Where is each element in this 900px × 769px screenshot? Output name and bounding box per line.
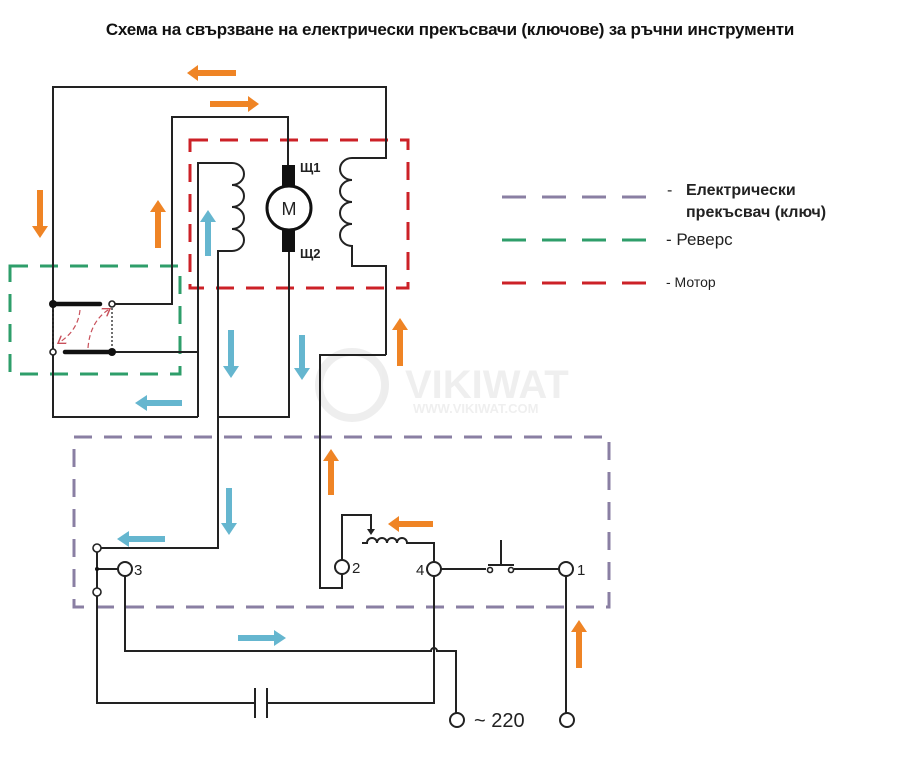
- terminal-1-label: 1: [577, 562, 585, 579]
- reverse-motion-arrow-2: [87, 310, 108, 349]
- wire-to-terminal-2: [319, 354, 386, 589]
- supply-label: ~ 220: [474, 710, 525, 732]
- wire-outer-loop: [52, 86, 387, 300]
- terminal-2[interactable]: [334, 559, 350, 575]
- watermark: VIKIWAT WWW.VIKIWAT.COM: [315, 348, 569, 422]
- reverse-switch[interactable]: [49, 300, 198, 418]
- terminal-4[interactable]: [426, 561, 442, 577]
- watermark-logo-icon: [315, 348, 389, 422]
- arrow-up-icon: [150, 200, 166, 248]
- current-arrows-blue: [117, 210, 310, 646]
- wire-brush1: [171, 116, 289, 300]
- terminal-2-label: 2: [352, 560, 360, 577]
- pushbutton-contact-left: [486, 566, 494, 574]
- wire-to-rheostat-tap: [341, 514, 372, 562]
- legend-label-switch-line1: Електрически: [686, 182, 796, 199]
- legend-label-switch-line2: прекъсвач (ключ): [686, 204, 827, 221]
- legend-label-switch: Електрически прекъсвач (ключ): [686, 180, 826, 224]
- arrow-right-icon: [238, 630, 286, 646]
- arrow-left-icon: [187, 65, 236, 81]
- capacitor-symbol: [254, 688, 268, 718]
- motor-armature: [265, 184, 313, 232]
- wire-brush2: [218, 252, 290, 418]
- brush1-label: Щ1: [300, 160, 320, 175]
- motor-label: M: [282, 199, 297, 219]
- supply-terminal-right[interactable]: [559, 712, 575, 728]
- wire-rev-top: [112, 300, 173, 305]
- motor-symbol: M Щ1 Щ2: [265, 160, 320, 261]
- arrow-down-icon: [221, 488, 237, 535]
- arrow-left-icon: [135, 395, 182, 411]
- pushbutton-contact-right: [507, 566, 515, 574]
- arrow-down-icon: [294, 335, 310, 380]
- terminal-1[interactable]: [558, 561, 574, 577]
- terminal-4-label: 4: [416, 562, 424, 579]
- arrow-up-icon: [200, 210, 216, 256]
- arrow-right-icon: [210, 96, 259, 112]
- supply-terminal-left[interactable]: [449, 712, 465, 728]
- terminal-3[interactable]: [117, 561, 133, 577]
- wire-terminal3-to-supply: [124, 576, 457, 713]
- left-field-coil: [217, 162, 245, 417]
- wire-left-coil-top: [197, 162, 232, 417]
- reverse-motion-arrow-1: [60, 309, 81, 342]
- terminal-3-label: 3: [134, 562, 142, 579]
- legend-label-reverse: - Реверс: [666, 230, 733, 249]
- reverse-box: [8, 264, 182, 376]
- arrow-up-icon: [571, 620, 587, 668]
- junction-dot: [95, 567, 99, 571]
- reverse-pivot-top: [49, 300, 57, 308]
- arrow-up-icon: [392, 318, 408, 366]
- arrow-left-icon: [388, 516, 433, 532]
- current-arrows-orange: [32, 65, 587, 668]
- arrow-left-icon: [117, 531, 165, 547]
- reverse-terminal-top: [108, 300, 116, 308]
- arrow-down-icon: [223, 330, 239, 378]
- legend-switch-dash: -: [667, 182, 673, 199]
- legend-label-motor: - Мотор: [666, 274, 716, 290]
- rheostat-wiper: [367, 529, 375, 535]
- wire-to-left-terminal: [100, 417, 219, 549]
- arrow-up-icon: [323, 449, 339, 495]
- switch-box: [72, 435, 611, 609]
- watermark-url: WWW.VIKIWAT.COM: [413, 401, 538, 416]
- left-terminal-bottom: [92, 587, 102, 597]
- arrow-down-icon: [32, 190, 48, 238]
- pushbutton-actuator[interactable]: [488, 540, 514, 566]
- wire-rev-left: [52, 300, 198, 418]
- diagram-title: Схема на свързване на електрически прекъ…: [105, 20, 795, 39]
- reverse-terminal-bottom: [49, 348, 57, 356]
- legend: [502, 195, 650, 285]
- watermark-brand: VIKIWAT: [405, 363, 569, 407]
- left-terminal-top: [92, 543, 102, 553]
- reverse-linkage: [52, 308, 113, 348]
- rheostat-coil: [362, 537, 435, 562]
- wire-capacitor-left: [96, 596, 254, 704]
- wire-capacitor-right: [268, 572, 435, 704]
- brush2-label: Щ2: [300, 246, 320, 261]
- right-field-coil: [339, 157, 387, 355]
- reverse-pivot-bottom: [108, 348, 116, 356]
